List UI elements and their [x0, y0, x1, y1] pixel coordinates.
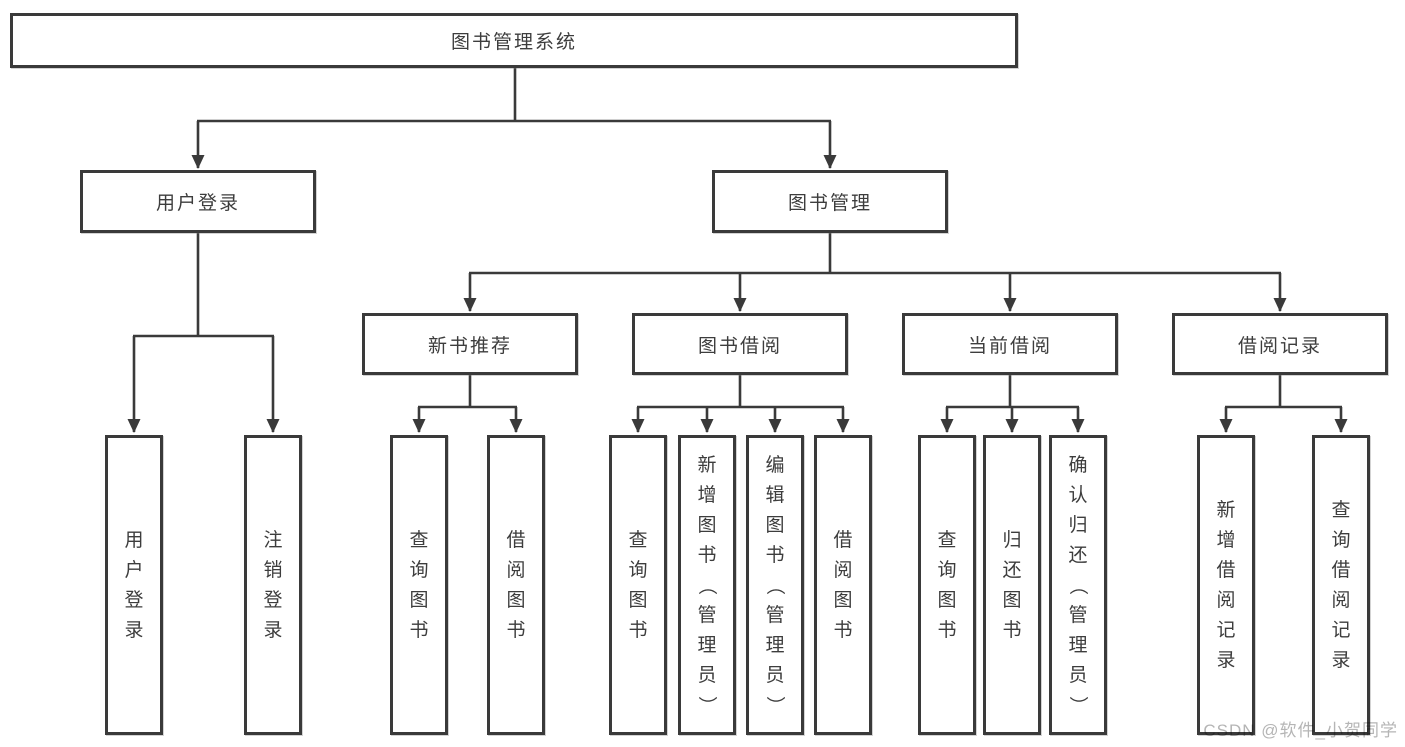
leaf-query-books-current: 查询图书 [918, 435, 976, 735]
node-user-login: 用户登录 [80, 170, 316, 233]
leaf-borrow-books: 借阅图书 [814, 435, 872, 735]
leaf-edit-books-admin: 编辑图书（管理员） [746, 435, 804, 735]
leaf-add-books-admin: 新增图书（管理员） [678, 435, 736, 735]
node-borrow-record: 借阅记录 [1172, 313, 1388, 375]
node-new-book-recommend: 新书推荐 [362, 313, 578, 375]
node-current-borrow: 当前借阅 [902, 313, 1118, 375]
leaf-borrow-books-recommend: 借阅图书 [487, 435, 545, 735]
node-book-management: 图书管理 [712, 170, 948, 233]
csdn-watermark: CSDN @软件_小贺同学 [1203, 721, 1398, 740]
leaf-query-books-recommend: 查询图书 [390, 435, 448, 735]
leaf-return-books: 归还图书 [983, 435, 1041, 735]
leaf-query-borrow-record: 查询借阅记录 [1312, 435, 1370, 735]
node-root-system: 图书管理系统 [10, 13, 1018, 68]
leaf-logout: 注销登录 [244, 435, 302, 735]
leaf-user-login: 用户登录 [105, 435, 163, 735]
node-book-borrow: 图书借阅 [632, 313, 848, 375]
leaf-add-borrow-record: 新增借阅记录 [1197, 435, 1255, 735]
leaf-query-books-borrow: 查询图书 [609, 435, 667, 735]
leaf-confirm-return-admin: 确认归还（管理员） [1049, 435, 1107, 735]
